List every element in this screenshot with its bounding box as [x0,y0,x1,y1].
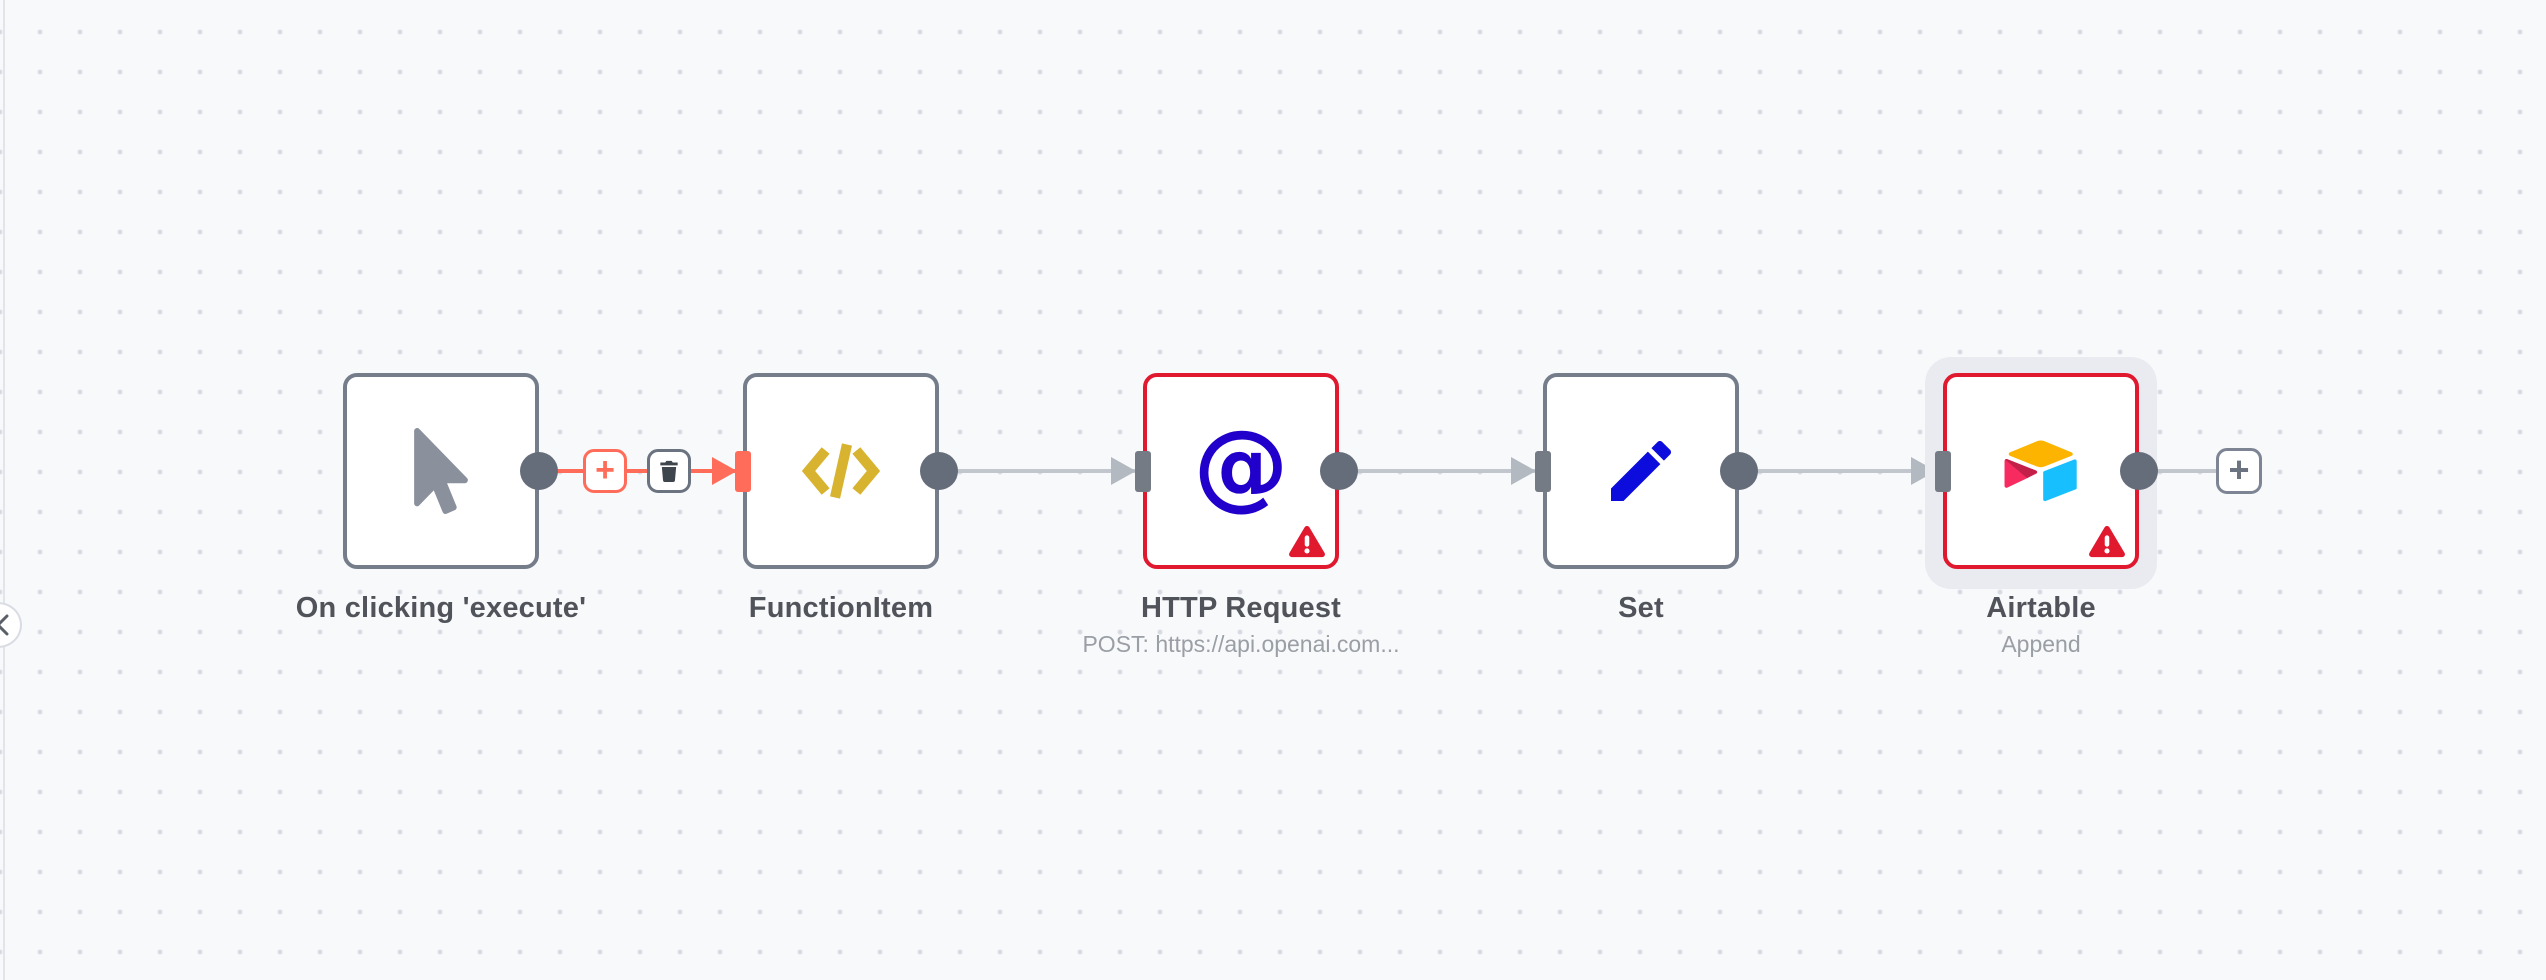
connection-arrow-icon [1111,457,1136,485]
connection-arrow-icon [712,457,737,485]
code-icon [801,443,881,499]
chevron-left-icon [0,614,9,636]
at-symbol-icon: @ [1193,410,1289,521]
node-http-request[interactable]: @ HTTP Request POST: https://api.openai.… [1082,373,1400,657]
node-box[interactable] [343,373,539,569]
connection-node3-node4[interactable] [1338,469,1536,473]
output-port[interactable] [1720,452,1758,490]
output-port[interactable] [1320,452,1358,490]
input-port[interactable] [1135,451,1151,492]
input-port[interactable] [1535,451,1551,492]
input-port[interactable] [735,451,751,492]
connection-node2-node3[interactable] [938,469,1136,473]
node-title: On clicking 'execute' [295,592,587,624]
canvas-left-edge-divider [3,0,5,980]
input-port[interactable] [1935,451,1951,492]
mouse-cursor-icon [414,428,468,514]
node-airtable[interactable]: Airtable Append [1935,373,2158,657]
add-node-button[interactable]: + [2216,448,2262,494]
connection-node5-addbutton [2138,469,2218,473]
output-port[interactable] [2120,452,2158,490]
connection-node1-node2[interactable] [539,469,737,473]
connection-delete-button[interactable] [647,449,691,493]
node-box[interactable] [743,373,939,569]
connection-arrow-icon [1511,457,1536,485]
node-box[interactable] [1943,373,2139,569]
node-on-clicking-execute[interactable]: On clicking 'execute' [296,373,586,624]
plus-icon: + [2228,448,2250,490]
airtable-logo-icon [2004,440,2077,502]
node-title: FunctionItem [748,592,934,624]
node-subtitle: POST: https://api.openai.com... [1082,631,1400,657]
pencil-icon [1611,440,1672,501]
node-title: HTTP Request [1140,592,1342,624]
trash-icon [660,460,678,482]
node-box[interactable]: @ [1143,373,1339,569]
output-port[interactable] [920,452,958,490]
node-box[interactable] [1543,373,1739,569]
warning-triangle-icon [2089,525,2125,558]
connection-add-node-button[interactable]: + [583,449,627,493]
node-functionitem[interactable]: FunctionItem [735,373,958,624]
warning-triangle-icon [1289,525,1325,558]
output-port[interactable] [520,452,558,490]
connection-node4-node5[interactable] [1738,469,1936,473]
node-subtitle: Append [2001,631,2081,657]
node-title: Set [1618,592,1664,624]
node-set[interactable]: Set [1535,373,1758,624]
node-title: Airtable [1986,592,2096,624]
plus-icon: + [595,450,615,489]
sidebar-collapse-button[interactable] [0,602,22,648]
